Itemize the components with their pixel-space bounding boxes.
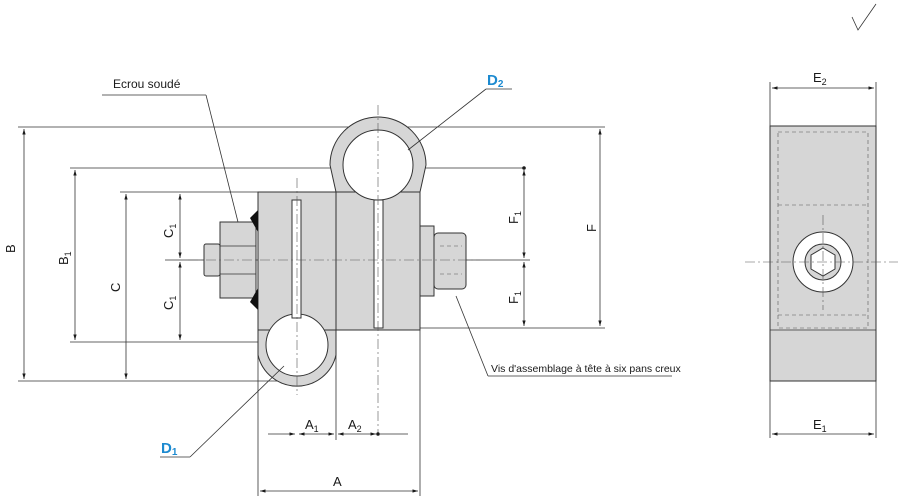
dim-c1-top: C1: [161, 224, 178, 238]
dim-a1: A1: [305, 417, 319, 434]
checkmark-icon: [851, 3, 877, 31]
dim-b1: B1: [56, 251, 73, 265]
label-vis-assemblage: Vis d'assemblage à tête à six pans creux: [491, 363, 681, 375]
side-view: E2 E1: [745, 70, 898, 438]
dim-e1: E1: [813, 417, 827, 434]
dim-a: A: [333, 474, 342, 489]
label-d2: D2: [487, 72, 504, 90]
dim-c: C: [108, 283, 123, 292]
dim-f1-top: F1: [506, 211, 523, 224]
dim-c1-bottom: C1: [161, 296, 178, 310]
dim-b: B: [3, 244, 18, 253]
label-d1: D1: [161, 440, 178, 458]
front-view: B B1 C C1 C1 F F1 F1 A A1 A2: [3, 72, 681, 496]
dim-a2: A2: [348, 417, 362, 434]
dim-f1-bottom: F1: [506, 291, 523, 304]
dim-e2: E2: [813, 70, 827, 87]
label-ecrou-soude: Ecrou soudé: [113, 77, 181, 91]
dim-f: F: [584, 224, 599, 232]
